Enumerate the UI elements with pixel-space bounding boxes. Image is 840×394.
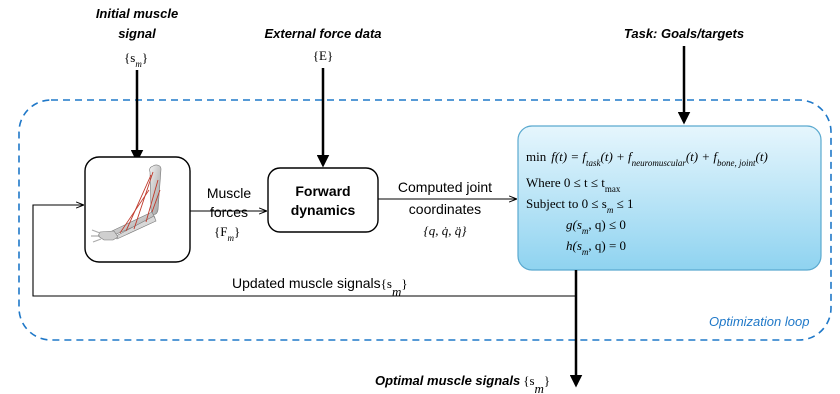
equality-constraint: h(sm, q) = 0 bbox=[566, 238, 626, 257]
optimization-loop-label: Optimization loop bbox=[709, 314, 809, 329]
forward-dynamics-label: Forward bbox=[295, 183, 350, 199]
initial-signal-title-2: signal bbox=[118, 26, 156, 41]
computed-coordinates-label: Computed joint bbox=[398, 179, 492, 195]
initial-signal-symbol: {sm} bbox=[124, 50, 148, 69]
optimization-loop-boundary bbox=[18, 99, 832, 341]
muscle-forces-label: Muscle bbox=[207, 185, 252, 201]
inequality-constraint: g(sm, q) ≤ 0 bbox=[566, 217, 626, 236]
external-force-symbol: {E} bbox=[313, 48, 333, 63]
arm-skeleton-image bbox=[91, 164, 162, 243]
forward-dynamics-box bbox=[267, 167, 379, 233]
optimization-box bbox=[517, 125, 822, 271]
forward-dynamics-label-2: dynamics bbox=[291, 202, 356, 218]
computed-coordinates-label-2: coordinates bbox=[409, 201, 481, 217]
task-title: Task: Goals/targets bbox=[624, 26, 744, 41]
initial-signal-title: Initial muscle bbox=[96, 6, 178, 21]
musculoskeletal-model-box bbox=[84, 156, 191, 263]
optimal-signals-label: Optimal muscle signals{sm} bbox=[375, 373, 550, 394]
external-force-title: External force data bbox=[264, 26, 381, 41]
muscle-forces-symbol: {Fm} bbox=[214, 224, 240, 243]
computed-coordinates-symbol: {q, q̇, q̈} bbox=[424, 223, 468, 238]
updated-signals-label: Updated muscle signals{sm} bbox=[232, 275, 408, 299]
muscle-forces-label-2: forces bbox=[210, 204, 248, 220]
signal-bounds-constraint: Subject to 0 ≤ sm ≤ 1 bbox=[526, 196, 633, 215]
time-constraint: Where 0 ≤ t ≤ tmax bbox=[526, 175, 621, 194]
